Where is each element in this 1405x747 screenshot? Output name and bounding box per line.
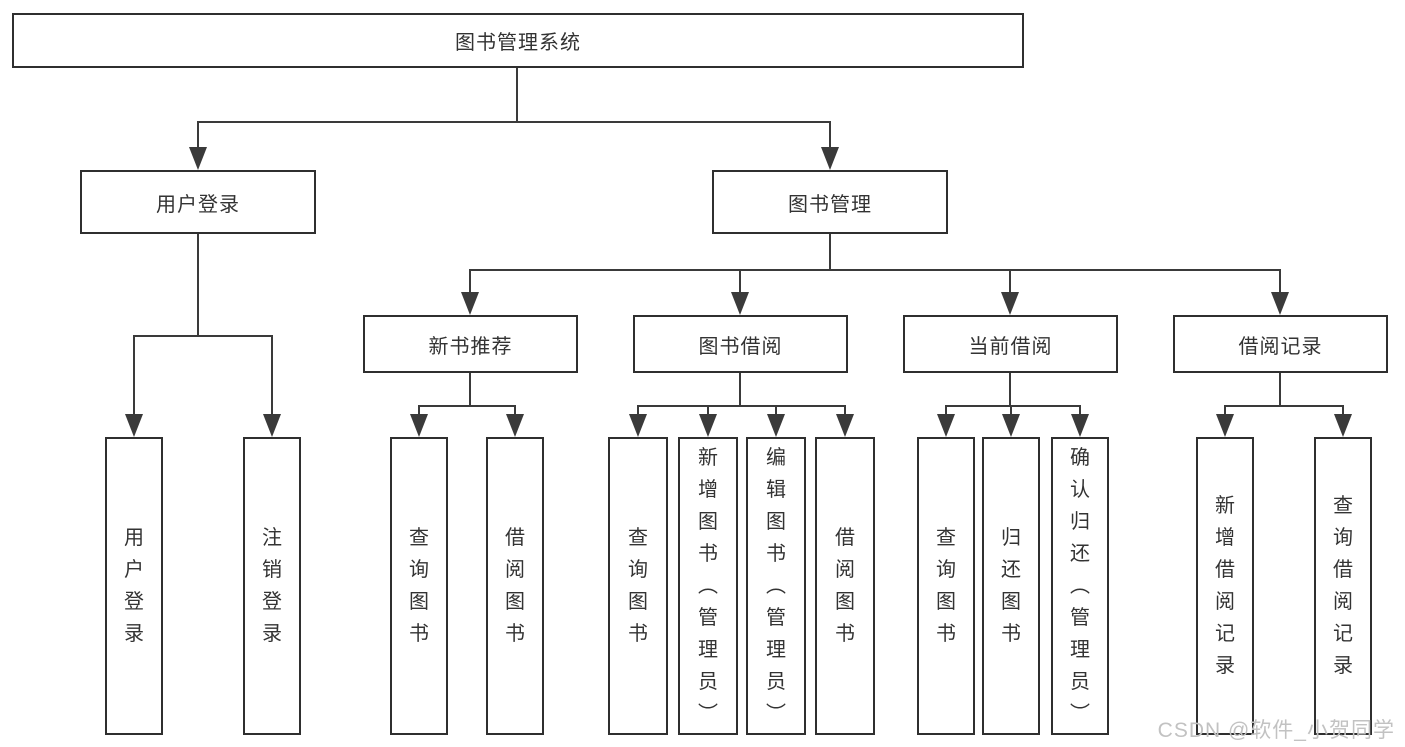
node-leaf-add-borrow-record-label: 新 增 借 阅 记 录	[1215, 495, 1235, 677]
node-leaf-edit-books-admin-label: 编 辑 图 书 ︵ 管 理 员 ︶	[766, 447, 786, 725]
node-leaf-confirm-return-admin: 确 认 归 还 ︵ 管 理 员 ︶	[1051, 437, 1109, 735]
node-leaf-user-login: 用 户 登 录	[105, 437, 163, 735]
node-current-borrowing-label: 当前借阅	[968, 335, 1053, 358]
node-leaf-confirm-return-admin-label: 确 认 归 还 ︵ 管 理 员 ︶	[1070, 447, 1090, 725]
node-leaf-query-books-1: 查 询 图 书	[390, 437, 448, 735]
node-leaf-query-books-2-label: 查 询 图 书	[628, 527, 648, 645]
node-leaf-query-books-3-label: 查 询 图 书	[936, 527, 956, 645]
node-leaf-add-books-admin-label: 新 增 图 书 ︵ 管 理 员 ︶	[698, 447, 718, 725]
arrowhead-icons	[125, 147, 1352, 437]
node-leaf-add-borrow-record: 新 增 借 阅 记 录	[1196, 437, 1254, 735]
tree-edges	[133, 68, 1344, 417]
node-leaf-query-books-1-label: 查 询 图 书	[409, 527, 429, 645]
csdn-watermark: CSDN @软件_小贺同学	[1157, 719, 1395, 742]
node-new-book-recommendation-label: 新书推荐	[428, 335, 513, 358]
node-leaf-query-books-2: 查 询 图 书	[608, 437, 668, 735]
node-leaf-logout: 注 销 登 录	[243, 437, 301, 735]
node-leaf-query-borrow-record-label: 查 询 借 阅 记 录	[1333, 495, 1353, 677]
node-book-management-label: 图书管理	[788, 193, 872, 216]
node-book-borrowing-label: 图书借阅	[698, 335, 783, 358]
node-user-login-label: 用户登录	[156, 193, 240, 216]
node-leaf-return-books: 归 还 图 书	[982, 437, 1040, 735]
node-leaf-add-books-admin: 新 增 图 书 ︵ 管 理 员 ︶	[678, 437, 738, 735]
node-book-management: 图书管理	[712, 170, 948, 234]
node-borrowing-records: 借阅记录	[1173, 315, 1388, 373]
node-leaf-edit-books-admin: 编 辑 图 书 ︵ 管 理 员 ︶	[746, 437, 806, 735]
node-leaf-logout-label: 注 销 登 录	[262, 527, 282, 645]
node-leaf-user-login-label: 用 户 登 录	[124, 527, 144, 645]
node-borrowing-records-label: 借阅记录	[1238, 335, 1323, 358]
node-root-label: 图书管理系统	[455, 32, 581, 54]
node-leaf-borrow-books-1-label: 借 阅 图 书	[505, 527, 525, 645]
node-leaf-borrow-books-2-label: 借 阅 图 书	[835, 527, 855, 645]
node-leaf-borrow-books-1: 借 阅 图 书	[486, 437, 544, 735]
node-book-borrowing: 图书借阅	[633, 315, 848, 373]
node-leaf-query-borrow-record: 查 询 借 阅 记 录	[1314, 437, 1372, 735]
node-new-book-recommendation: 新书推荐	[363, 315, 578, 373]
node-current-borrowing: 当前借阅	[903, 315, 1118, 373]
node-leaf-borrow-books-2: 借 阅 图 书	[815, 437, 875, 735]
node-user-login: 用户登录	[80, 170, 316, 234]
node-leaf-query-books-3: 查 询 图 书	[917, 437, 975, 735]
node-root-system: 图书管理系统	[12, 13, 1024, 68]
node-leaf-return-books-label: 归 还 图 书	[1001, 527, 1021, 645]
